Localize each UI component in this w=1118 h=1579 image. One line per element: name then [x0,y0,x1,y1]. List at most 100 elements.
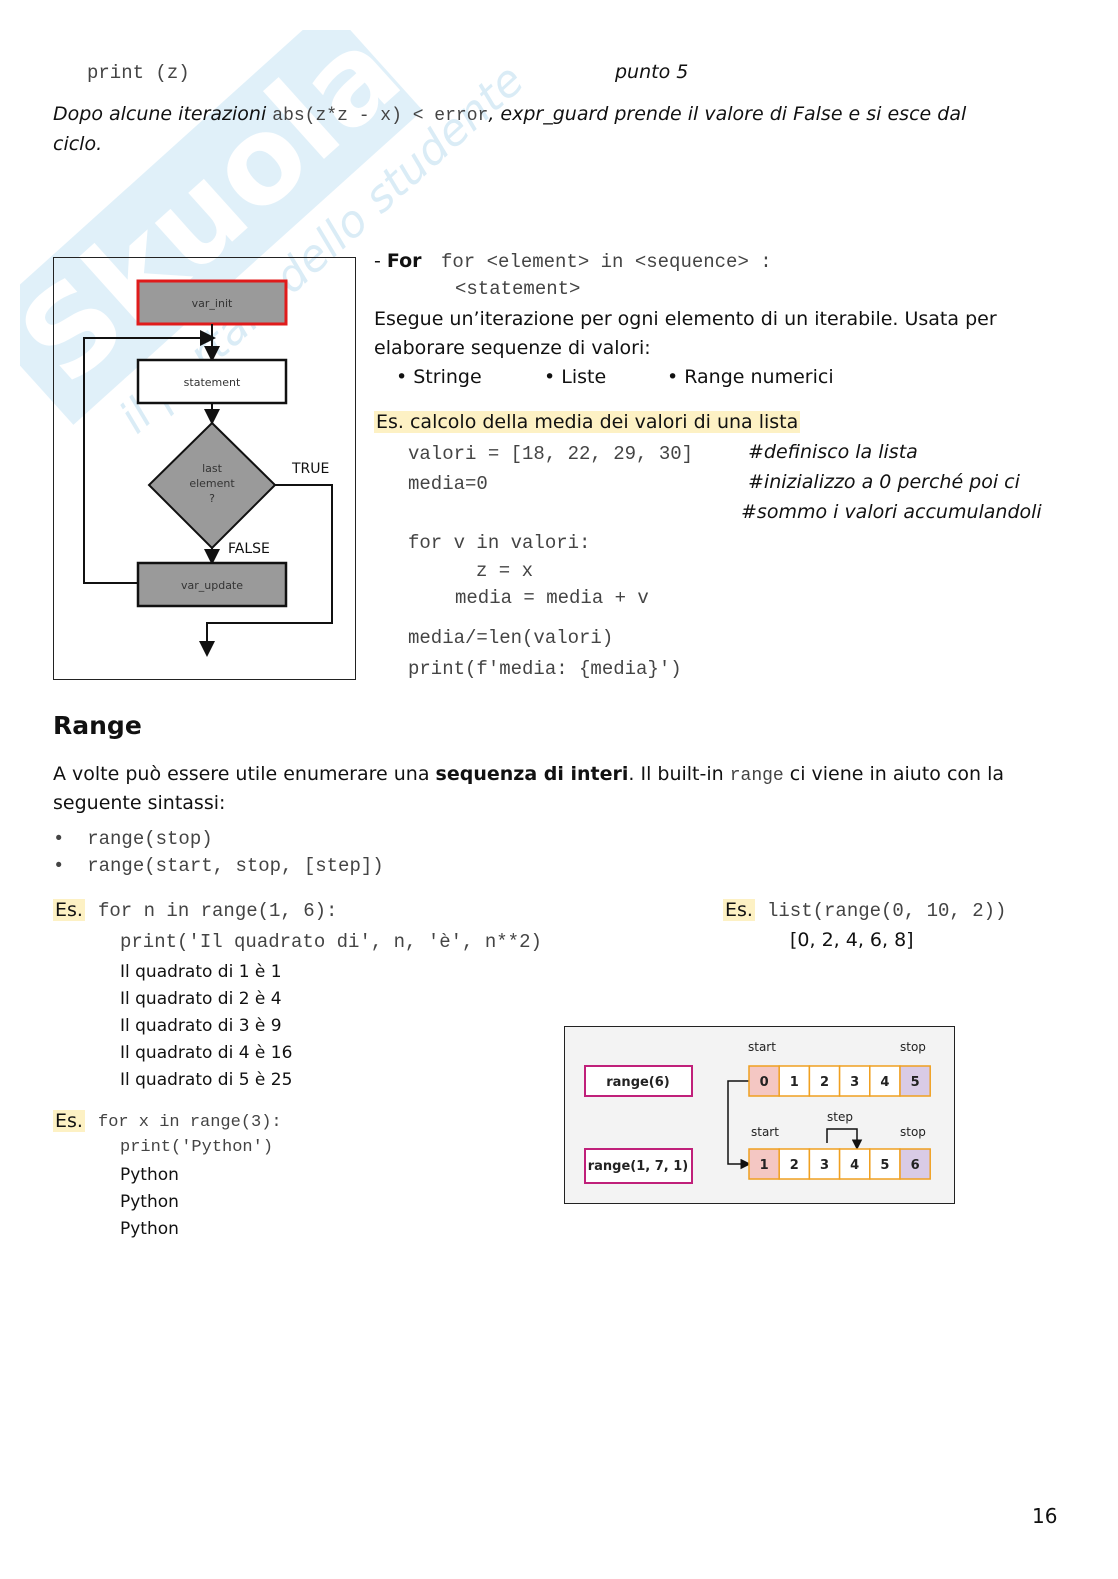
ex3-output-line: Python [120,1192,179,1212]
dopo-code: abs(z*z - x) < error [272,106,489,126]
ex1-output-line: Il quadrato di 2 è 4 [120,989,282,1009]
range-b-label: range(1, 7, 1) [588,1159,689,1174]
range-syntax-2: • range(start, stop, [step]) [53,855,384,877]
flow-var-update-box [136,561,288,608]
range-b-cell [808,1148,841,1180]
range-intro-a: A volte può essere utile enumerare una [53,763,436,785]
flow-statement-label: statement [184,376,241,389]
range-intro-c: . Il built-in [628,763,730,785]
for-keyword: For [386,250,422,272]
range-b-cell-value: 4 [850,1158,859,1173]
for-desc-line1: Esegue un’iterazione per ogni elemento d… [374,308,997,330]
ex1-code-print: print('Il quadrato di', n, 'è', n**2) [120,931,542,953]
for-heading: - For [374,250,422,272]
range-b-start: start [751,1125,779,1139]
range-b-label-box [584,1148,693,1184]
ex1-output-line: Il quadrato di 4 è 16 [120,1043,293,1063]
ex1-output-line: Il quadrato di 3 è 9 [120,1016,282,1036]
code-print-z: print (z) [87,62,190,84]
range-a-cell-value: 1 [790,1075,799,1090]
ex1-output-line: Il quadrato di 1 è 1 [120,962,282,982]
range-intro-bold: sequenza di interi [435,763,629,785]
range-b-cell-value: 3 [820,1158,829,1173]
ex2-output: [0, 2, 4, 6, 8] [790,929,914,951]
code-print-media: print(f'media: {media}') [408,658,682,680]
range-b-cell [869,1148,901,1180]
for-dash: - [374,250,387,272]
ex1-output-line: Il quadrato di 5 è 25 [120,1070,293,1090]
for-example-title: Es. calcolo della media dei valori di un… [374,411,801,433]
range-intro-code: range [729,766,784,786]
ex3-output-line: Python [120,1219,179,1239]
ex3-output-line: Python [120,1165,179,1185]
range-title: Range [53,711,142,740]
for-bullet-range: • Range numerici [667,366,834,388]
range-intro-line2: seguente sintassi: [53,792,226,814]
ex2-code: list(range(0, 10, 2)) [767,900,1007,922]
range-intro-e: ci viene in aiuto con la [783,763,1005,785]
range-b-cell-value: 6 [911,1158,920,1173]
es-label-2: Es. [723,899,755,921]
code-media-div: media/=len(valori) [408,627,614,649]
range-syntax-1: • range(stop) [53,828,213,850]
range-a-cell [778,1065,811,1097]
range-b-step: step [827,1110,853,1124]
range-intro-line1: A volte può essere utile enumerare una s… [53,763,1063,786]
code-media-sum: media = media + v [455,587,649,609]
flow-true-label: TRUE [291,461,329,477]
range-b-cell [778,1148,811,1180]
for-bullet-liste: • Liste [544,366,607,388]
range-a-label-box [584,1065,693,1097]
range-b-cell [838,1148,871,1180]
for-desc-line2: elaborare sequenze di valori: [374,337,651,359]
flow-decision-line3: ? [209,492,215,505]
for-bullet-stringe: • Stringe [396,366,482,388]
code-z-x: z = x [476,560,534,582]
range-b-cells: 1 2 3 4 5 6 [748,1148,931,1180]
ex3-code-print: print('Python') [120,1138,274,1157]
flow-false-label: FALSE [228,541,270,557]
range-b-stop: stop [900,1125,926,1139]
flow-decision-line1: last [202,462,223,475]
code-valori: valori = [18, 22, 29, 30] [408,443,694,465]
range-b-cell-value: 2 [790,1158,799,1173]
page-number: 16 [1032,1504,1058,1528]
code-media-init: media=0 [408,473,488,495]
range-a-cell-value: 3 [850,1075,859,1090]
range-diagram: range(6) range(1, 7, 1) start stop step … [564,1026,955,1204]
range-b-cell-value: 5 [880,1158,889,1173]
range-a-cell [869,1065,901,1097]
flow-var-init-label: var_init [192,297,233,310]
range-a-cell-value: 2 [820,1075,829,1090]
range-a-cell [899,1065,931,1097]
for-syntax-line2: <statement> [455,278,581,300]
paragraph-dopo: Dopo alcune iterazioni abs(z*z - x) < er… [53,103,1058,126]
dopo-text-1: Dopo alcune iterazioni [53,103,273,125]
range-a-stop: stop [900,1040,926,1054]
range-a-cell-value: 5 [911,1075,920,1090]
range-a-start: start [748,1040,776,1054]
ex1-code-for: for n in range(1, 6): [98,900,338,922]
flow-var-update-label: var_update [181,579,243,592]
range-b-cell [899,1148,931,1180]
for-loop-flowchart: var_init statement last element ? TRUE F… [53,257,356,680]
range-syntax-1-text: range(stop) [87,828,213,850]
label-punto: punto 5 [615,61,689,83]
comment-sommo: #sommo i valori accumulandoli [741,501,1042,523]
es-label-3: Es. [53,1110,85,1132]
code-for-v: for v in valori: [408,532,591,554]
range-a-cell-value: 4 [880,1075,889,1090]
ex1-output: Il quadrato di 1 è 1 Il quadrato di 2 è … [120,959,292,1094]
range-diagram-svg: range(6) range(1, 7, 1) start stop step … [584,1040,931,1184]
range-b-cell-value: 1 [760,1158,769,1173]
comment-inizializzo: #inizializzo a 0 perché poi ci [748,471,1020,493]
range-a-cell [838,1065,871,1097]
ex3-output: Python Python Python [120,1162,179,1243]
flowchart-svg: var_init statement last element ? TRUE F… [83,279,333,657]
es-label-1: Es. [53,899,85,921]
range-syntax-2-text: range(start, stop, [step]) [87,855,384,877]
range-a-label: range(6) [606,1075,670,1090]
dopo-text-2: , expr_guard prende il valore di False e… [488,103,967,125]
ex3-code-for: for x in range(3): [98,1113,282,1132]
